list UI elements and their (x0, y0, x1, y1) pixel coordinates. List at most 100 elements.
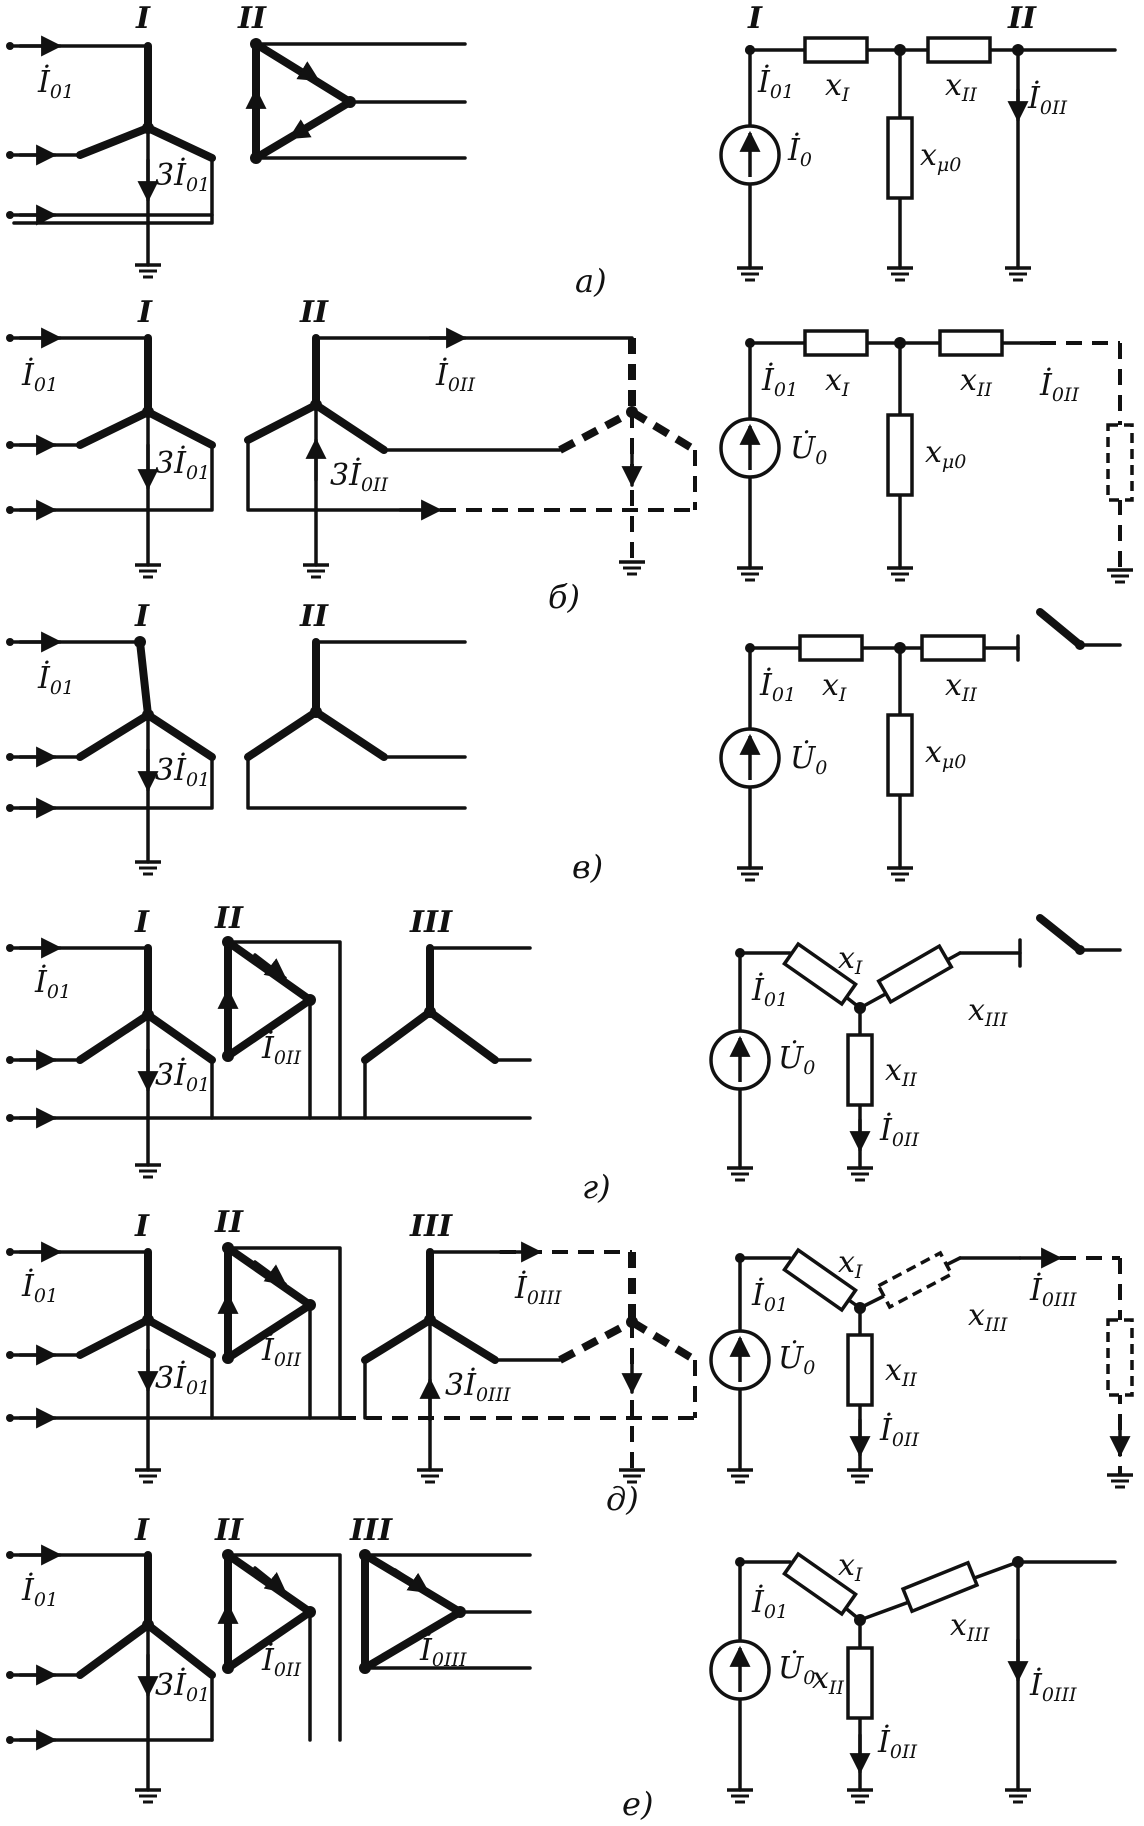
scheme-c-right: İ01 xI xII xμ0 U̇0 (721, 608, 1122, 882)
current-label: İ0II (261, 1030, 301, 1069)
neutral-current-label: 3İ01 (155, 1057, 210, 1096)
current-label: İ0II (1027, 80, 1067, 119)
current-label: İ01 (21, 1572, 58, 1611)
winding-label-III: III (349, 1513, 393, 1548)
resistor-xIII (876, 943, 954, 1005)
current-label: İ01 (761, 362, 798, 401)
xII-label: xII (945, 668, 977, 706)
resistor-xIII (876, 1250, 954, 1310)
ground-icon (885, 566, 915, 582)
current-label: İ0II (1039, 367, 1079, 406)
xII-label: xII (812, 1661, 844, 1699)
current-label: İ0II (261, 1332, 301, 1371)
ground-icon (735, 566, 765, 582)
winding-label-I: I (137, 295, 153, 330)
ground-icon (1105, 568, 1135, 584)
current-label: İ01 (37, 660, 74, 699)
scheme-e-right: İ01 xI xIII İ0III xII İ0II U̇0 (711, 1245, 1135, 1489)
scheme-f-right: İ01 xI xIII xII İ0II İ0III U̇0 (711, 1548, 1117, 1804)
resistor-xmu0 (886, 413, 914, 497)
winding-label-I: I (134, 599, 150, 634)
current-label: İ01 (751, 1277, 788, 1316)
scheme-b-right: İ01 xI xII İ0II xμ0 U̇0 (721, 329, 1135, 584)
ground-icon (133, 1788, 163, 1804)
xII-label: xII (945, 68, 977, 106)
resistor-xmu0 (886, 713, 914, 797)
caption-e: д) (606, 1480, 639, 1518)
voltage-source-icon (721, 419, 779, 477)
current-label: İ0III (419, 1632, 467, 1671)
winding-label-I: I (134, 905, 150, 940)
ground-icon (1003, 266, 1033, 282)
winding-label-II: II (299, 295, 329, 330)
caption-b: б) (548, 578, 580, 616)
xIII-label: xIII (968, 1298, 1008, 1336)
scheme-a-right: I II İ01 xI xII xμ0 İ0 İ0II (721, 1, 1117, 282)
ground-icon (885, 266, 915, 282)
source-label: U̇0 (790, 431, 827, 469)
neutral-current-label: 3İ01 (155, 445, 210, 484)
voltage-source-icon (711, 1641, 769, 1699)
caption-a: а) (575, 262, 607, 300)
ground-icon (725, 1468, 755, 1484)
neutral-current-label: 3İ01 (155, 157, 210, 196)
winding-label-II: II (237, 1, 267, 36)
xIII-label: xIII (968, 993, 1008, 1031)
xI-label: xI (825, 68, 850, 106)
winding-label-I: I (135, 1, 151, 36)
scheme-c-left: I İ01 3İ01 II (6, 599, 467, 876)
resistor-xIII (900, 1560, 980, 1614)
resistor-xII (926, 36, 992, 64)
xmu-label: xμ0 (925, 435, 966, 473)
resistor-xI (803, 329, 869, 357)
neutral-current-label: 3İ0II (330, 457, 389, 496)
caption-d: г) (582, 1168, 611, 1206)
ground-icon (735, 866, 765, 882)
node-label-II: II (1007, 1, 1037, 36)
voltage-source-icon (721, 126, 779, 184)
xII-label: xII (885, 1053, 917, 1091)
winding-label-II: II (214, 901, 244, 936)
neutral-current-label: 3İ01 (155, 752, 210, 791)
resistor-xI (798, 634, 864, 662)
node-label-I: I (747, 1, 763, 36)
xI-label: xI (822, 668, 847, 706)
winding-label-II: II (214, 1513, 244, 1548)
current-label: İ0II (879, 1412, 919, 1451)
current-label: İ0III (1029, 1272, 1077, 1311)
xmu-label: xμ0 (920, 138, 961, 176)
neutral-current-label: 3İ01 (155, 1360, 210, 1399)
ground-icon (133, 263, 163, 279)
ground-icon (885, 866, 915, 882)
current-label: İ0II (261, 1642, 301, 1681)
scheme-b-left: I İ01 3İ01 II İ0II 3İ0II (6, 295, 698, 579)
current-label: İ01 (751, 1584, 788, 1623)
source-label: U̇0 (778, 1651, 815, 1689)
current-label: İ0II (435, 357, 475, 396)
open-switch-icon (1036, 914, 1084, 954)
resistor-xI (803, 36, 869, 64)
resistor-xI (782, 1551, 858, 1617)
source-label: U̇0 (778, 1041, 815, 1079)
winding-label-II: II (299, 599, 329, 634)
ground-icon (845, 1166, 875, 1182)
current-label: İ01 (21, 357, 58, 396)
ground-icon (845, 1788, 875, 1804)
source-label: U̇0 (778, 1341, 815, 1379)
current-label: İ0II (877, 1724, 917, 1763)
resistor-xII (846, 1033, 874, 1107)
xI-label: xI (838, 941, 863, 979)
scheme-d-left: I İ01 3İ01 II İ0II III (6, 901, 532, 1179)
resistor-xI (782, 1247, 858, 1313)
neutral-current-label: 3İ0III (445, 1367, 511, 1406)
xI-label: xI (838, 1548, 863, 1586)
winding-label-I: I (134, 1513, 150, 1548)
resistor-xII (846, 1646, 874, 1720)
scheme-f-left: I İ01 3İ01 II İ0II III İ0III (6, 1513, 532, 1804)
resistor-xmu0 (886, 116, 914, 200)
open-switch-icon (1036, 608, 1084, 649)
source-label: İ0 (787, 132, 812, 171)
xII-label: xII (885, 1353, 917, 1391)
xI-label: xI (838, 1245, 863, 1283)
xIII-label: xIII (950, 1608, 990, 1646)
